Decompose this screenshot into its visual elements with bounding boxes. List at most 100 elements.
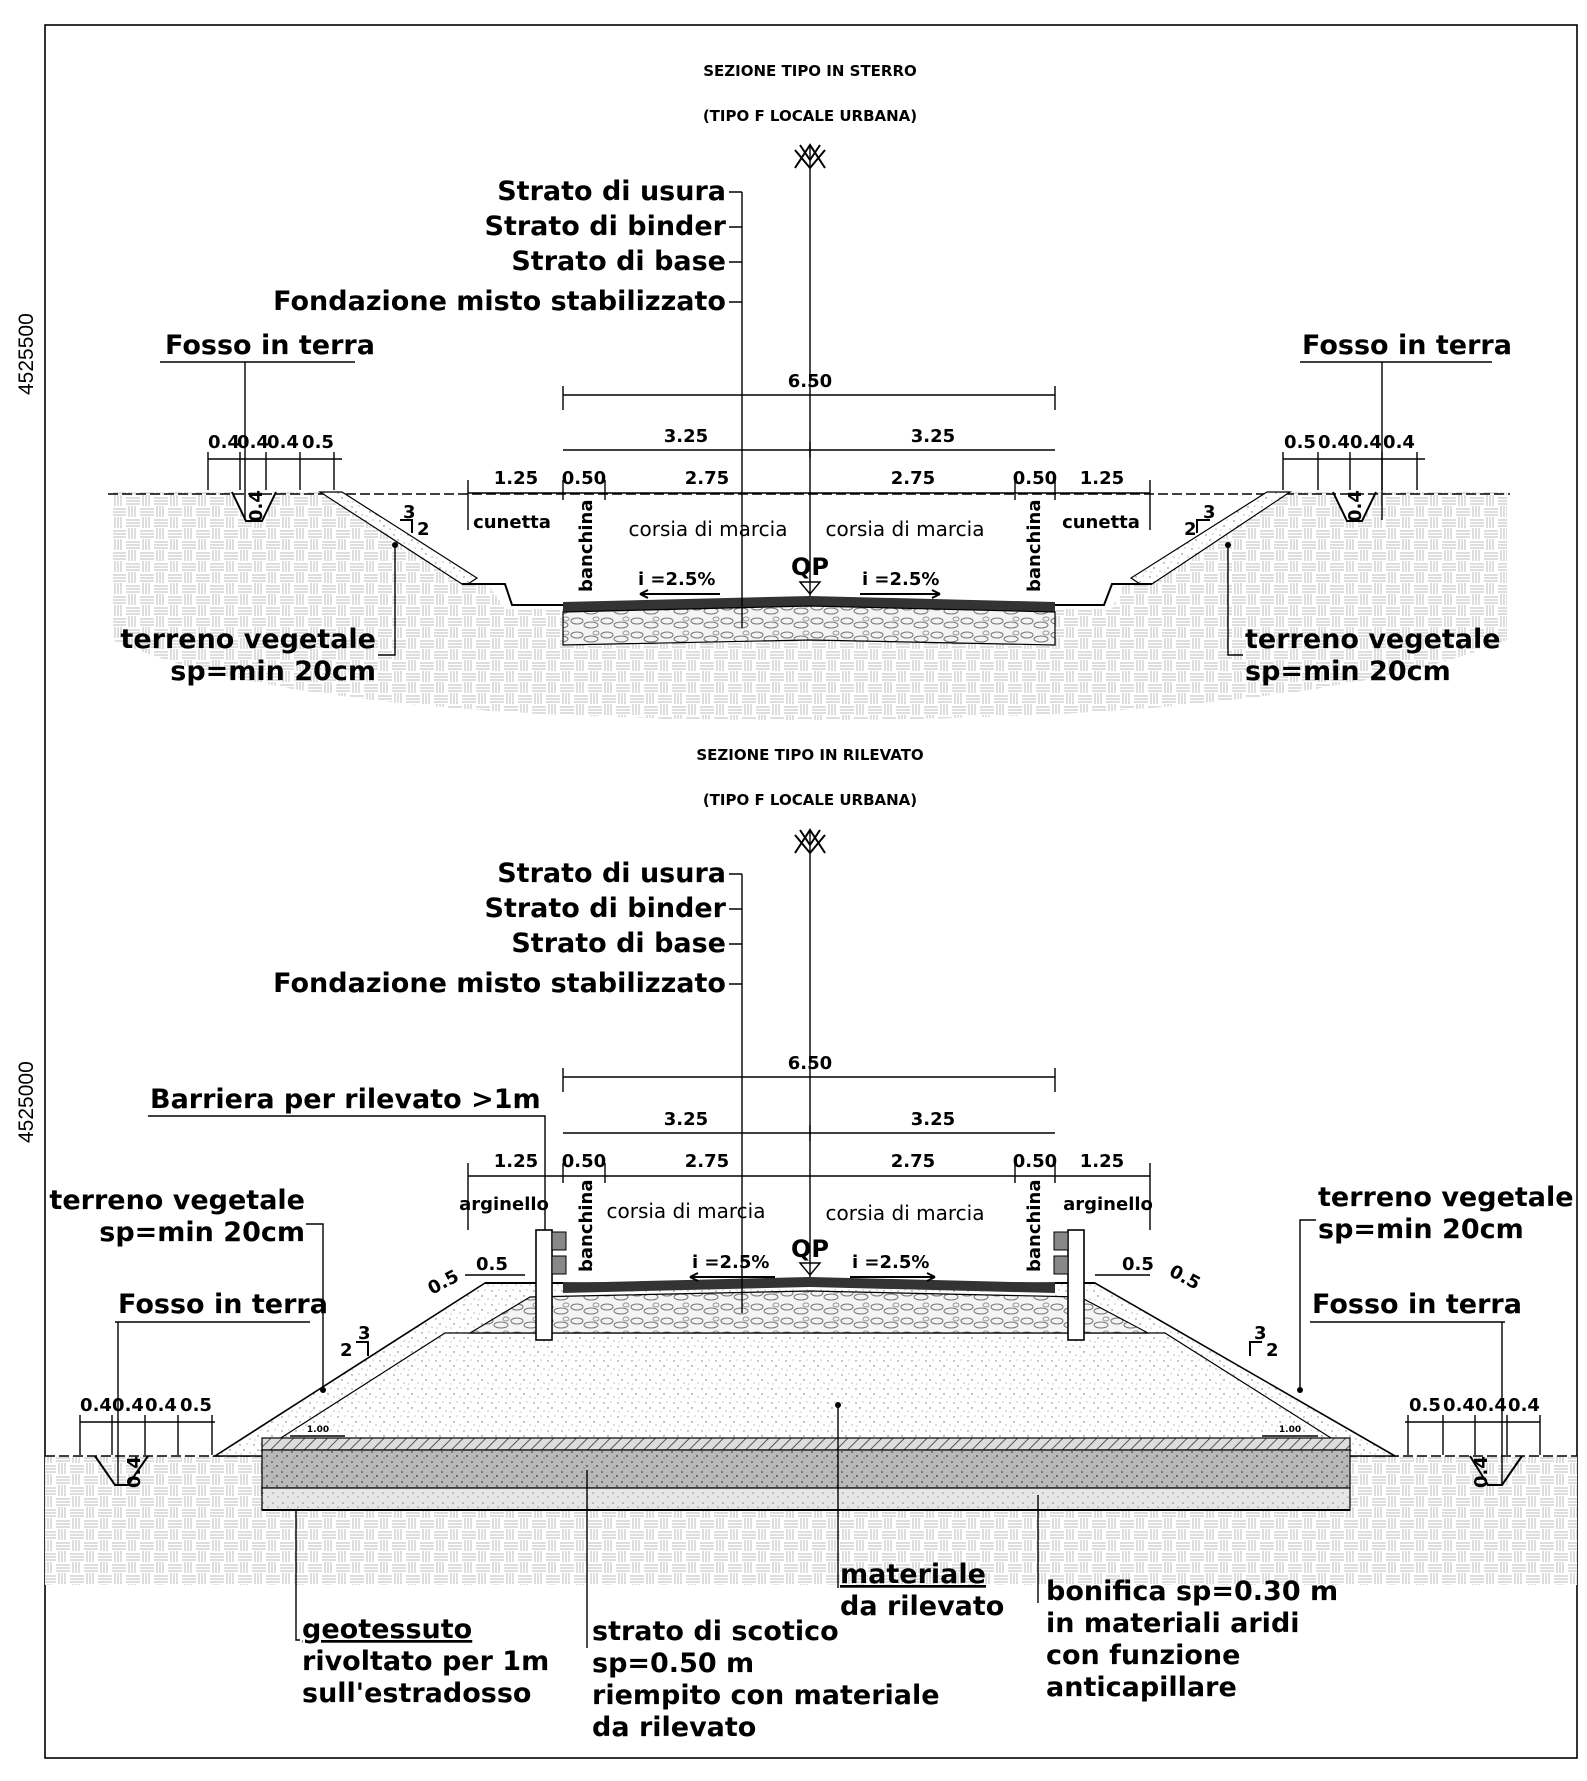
step-dim-right: 1.00 [1279,1425,1301,1435]
geotessuto-line-2: rivoltato per 1m [302,1646,549,1677]
banchina-label-right: banchina [1024,1180,1045,1272]
slope-label-left: i =2.5% [638,569,715,590]
step-dim-left: 1.00 [307,1425,329,1435]
berm-dim-0: 0.5 [424,1266,462,1300]
slope-right-v: 2 [1184,519,1197,540]
dimension-chain: 6.50 3.25 3.25 1.25 0.50 2.75 2.75 0.50 … [467,1053,1151,1230]
fosso-label-right: Fosso in terra [1312,1289,1522,1320]
scotico-layer [261,1449,1351,1489]
callout-bonifica: bonifica sp=0.30 m in materiali aridi co… [1037,1495,1338,1703]
ditch-dim-right-2: 0.4 [1475,1395,1507,1416]
ditch-dims-right: 0.5 0.4 0.4 0.4 0.4 [1405,1395,1541,1488]
slope-label-right: i =2.5% [862,569,939,590]
banchina-label-left: banchina [576,500,597,592]
terreno-label-right-2: sp=min 20cm [1245,656,1451,687]
materiale-line-2: da rilevato [840,1591,1004,1622]
ditch-depth-left: 0.4 [124,1456,145,1488]
cunetta-label-left: cunetta [473,512,551,533]
section-rilevato: SEZIONE TIPO IN RILEVATO (TIPO F LOCALE … [45,746,1577,1743]
materiale-line-1: materiale [840,1559,986,1590]
ditch-depth-right: 0.4 [1471,1456,1492,1488]
ditch-dim-right-2: 0.4 [1350,432,1382,453]
layer-label-fondazione: Fondazione misto stabilizzato [273,286,726,317]
callout-scotico: strato di scotico sp=0.50 m riempito con… [586,1470,940,1743]
ditch-dim-left-3: 0.5 [302,432,334,453]
terreno-label-left-2: sp=min 20cm [170,656,376,687]
slope-right-v: 2 [1266,1340,1279,1361]
slope-right-h: 3 [1203,502,1216,523]
dim-total: 6.50 [788,1053,832,1074]
dimension-chain: 6.50 3.25 3.25 1.25 0.50 2.75 2.75 0.50 … [467,371,1151,530]
dim-total: 6.50 [788,371,832,392]
drawing-frame [44,24,1578,1759]
dim-side-left: 1.25 [494,468,538,489]
berm-dim-2: 0.5 [1122,1254,1154,1275]
slope-symbol-right: 3 2 [1249,1323,1279,1361]
corsia-label-right: corsia di marcia [826,517,985,541]
dim-bank-left: 0.50 [562,468,606,489]
ditch-dim-right-0: 0.5 [1409,1395,1441,1416]
bonifica-line-4: anticapillare [1046,1672,1237,1703]
pavement [563,596,1055,612]
corsia-label-left: corsia di marcia [629,517,788,541]
bonifica-line-3: con funzione [1046,1640,1240,1671]
section-subtitle: (TIPO F LOCALE URBANA) [703,107,917,125]
slope-symbol-left: 3 2 [400,502,430,540]
callout-materiale: materiale da rilevato [835,1402,1004,1622]
terreno-label-left-2: sp=min 20cm [99,1217,305,1248]
embankment-core [259,1332,1353,1451]
bonifica-line-2: in materiali aridi [1046,1608,1300,1639]
dim-lane-right: 2.75 [891,1151,935,1172]
bonifica-layer [261,1487,1351,1511]
ditch-dim-left-2: 0.4 [267,432,299,453]
topsoil-right [1129,491,1292,585]
terreno-label-left-1: terreno vegetale [49,1185,305,1216]
scotico-line-2: sp=0.50 m [592,1648,754,1679]
ditch-depth-left: 0.4 [246,490,267,522]
layer-label-usura: Strato di usura [497,176,726,207]
fosso-label-left: Fosso in terra [118,1289,328,1320]
dim-lane-right: 2.75 [891,468,935,489]
dim-half-left: 3.25 [664,1109,708,1130]
barriera-label: Barriera per rilevato >1m [150,1084,541,1115]
guardrail-right [1053,1229,1085,1341]
terreno-label-right-2: sp=min 20cm [1318,1214,1524,1245]
dim-half-right: 3.25 [911,426,955,447]
bonifica-line-1: bonifica sp=0.30 m [1046,1576,1338,1607]
topsoil-left [317,491,479,585]
coord-label-lower: 4525000 [15,1061,38,1143]
scotico-line-3: riempito con materiale [592,1680,940,1711]
terreno-label-left-1: terreno vegetale [120,624,376,655]
section-title: SEZIONE TIPO IN STERRO [703,62,917,80]
layer-labels: Strato di usura Strato di binder Strato … [273,858,743,1313]
dim-bank-right: 0.50 [1013,468,1057,489]
layer-label-base: Strato di base [511,246,726,277]
guardrail-left [535,1229,567,1341]
geotessuto-line-3: sull'estradosso [302,1678,531,1709]
dim-lane-left: 2.75 [685,1151,729,1172]
slope-left-h: 3 [358,1323,371,1344]
ditch-dim-left-3: 0.5 [180,1395,212,1416]
arginello-label-left: arginello [459,1194,549,1215]
berm-dim-1: 0.5 [476,1254,508,1275]
ditch-dims-left: 0.4 0.4 0.4 0.5 0.4 [79,1395,215,1488]
cunetta-label-right: cunetta [1062,512,1140,533]
dim-side-right: 1.25 [1080,468,1124,489]
terreno-label-right-1: terreno vegetale [1245,624,1501,655]
foundation-layer [467,1290,1149,1334]
qp-label: QP [791,1235,829,1263]
ditch-dim-right-0: 0.5 [1284,432,1316,453]
terreno-label-right-1: terreno vegetale [1318,1182,1574,1213]
section-sterro: SEZIONE TIPO IN STERRO (TIPO F LOCALE UR… [108,62,1512,720]
callout-geotessuto: geotessuto rivoltato per 1m sull'estrado… [295,1510,549,1709]
berm-dim-3: 0.5 [1166,1261,1204,1295]
layer-label-binder: Strato di binder [485,893,727,924]
dim-side-left: 1.25 [494,1151,538,1172]
ditch-dim-right-3: 0.4 [1508,1395,1540,1416]
slope-symbol-left: 3 2 [340,1323,371,1361]
dim-half-left: 3.25 [664,426,708,447]
layer-label-usura: Strato di usura [497,858,726,889]
slope-left-h: 3 [403,502,416,523]
layer-label-binder: Strato di binder [485,211,727,242]
